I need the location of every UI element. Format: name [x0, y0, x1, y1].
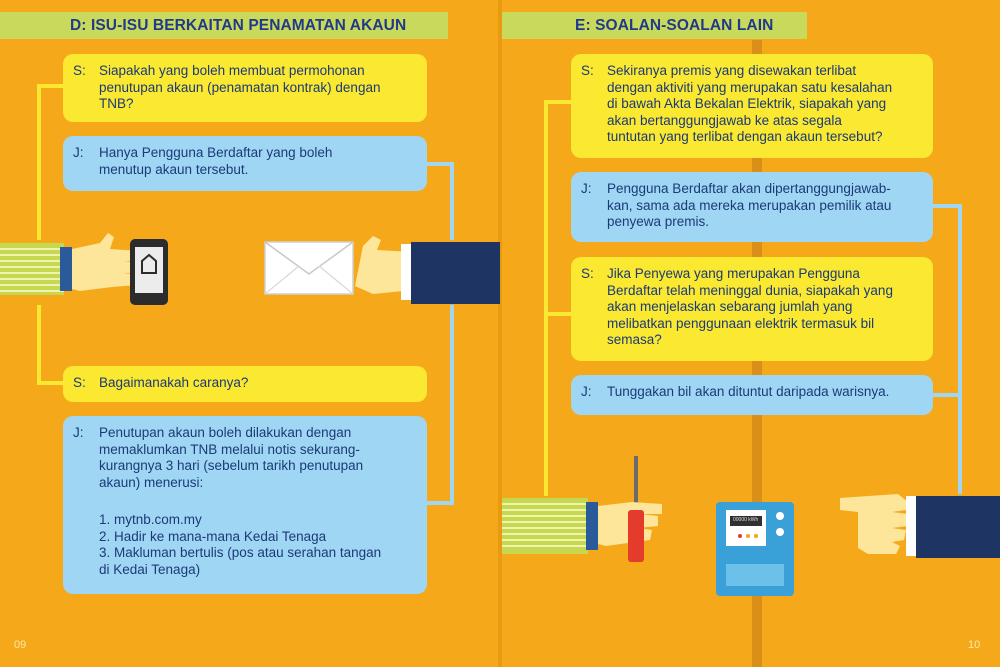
navy-sleeve	[411, 242, 500, 304]
answer-bubble: J: Hanya Pengguna Berdaftar yang boleh m…	[63, 136, 427, 191]
connector-line	[450, 162, 454, 240]
hand-icon	[355, 236, 413, 294]
connector-line	[450, 305, 454, 505]
question-bubble: S: Jika Penyewa yang merupakan Pengguna …	[571, 257, 933, 361]
method-item: 3. Makluman bertulis (pos atau serahan t…	[99, 545, 382, 577]
meter-display: 00000 kWh	[733, 517, 759, 523]
section-d-header: D: ISU-ISU BERKAITAN PENAMATAN AKAUN	[0, 12, 448, 39]
question-tag: S:	[73, 375, 86, 390]
connector-line	[37, 381, 63, 385]
envelope-icon	[264, 241, 354, 295]
question-tag: S:	[581, 266, 594, 281]
answer-bubble: J: Pengguna Berdaftar akan dipertanggung…	[571, 172, 933, 242]
connector-line	[544, 100, 548, 496]
shirt-cuff	[906, 496, 918, 556]
hand-envelope-illustration	[264, 236, 500, 304]
page-number-right: 10	[968, 639, 981, 651]
answer-text: Pengguna Berdaftar akan dipertanggungjaw…	[607, 181, 892, 229]
question-text: Siapakah yang boleh membuat permohonan p…	[99, 63, 381, 111]
connector-line	[37, 305, 41, 385]
connector-line	[958, 204, 962, 494]
connector-line	[932, 393, 962, 397]
method-item: 2. Hadir ke mana-mana Kedai Tenaga	[99, 528, 327, 544]
answer-text: Penutupan akaun boleh dilakukan dengan m…	[99, 425, 364, 490]
hand-screwdriver-illustration	[502, 456, 662, 562]
question-bubble: S: Bagaimanakah caranya?	[63, 366, 427, 402]
section-e-header: E: SOALAN-SOALAN LAIN	[502, 12, 807, 39]
question-tag: S:	[73, 63, 86, 78]
shirt-cuff	[401, 244, 413, 300]
connector-line	[424, 501, 454, 505]
question-bubble: S: Sekiranya premis yang disewakan terli…	[571, 54, 933, 158]
striped-sleeve	[0, 243, 64, 295]
screwdriver-shaft	[634, 456, 638, 506]
hand-phone-illustration	[0, 233, 168, 305]
answer-tag: J:	[73, 145, 84, 160]
connector-line	[37, 84, 63, 88]
hand-icon	[72, 233, 140, 291]
answer-bubble: J: Penutupan akaun boleh dilakukan denga…	[63, 416, 427, 594]
answer-tag: J:	[581, 384, 592, 399]
answer-text: Tunggakan bil akan dituntut daripada war…	[607, 384, 890, 399]
hand-icon	[840, 494, 908, 554]
pointing-hand-illustration	[840, 494, 1000, 558]
connector-line	[544, 312, 572, 316]
electric-meter-illustration	[716, 502, 794, 596]
home-logo-icon	[141, 253, 157, 274]
answer-tag: J:	[581, 181, 592, 196]
method-list: 1. mytnb.com.my 2. Hadir ke mana-mana Ke…	[99, 512, 417, 578]
connector-line	[37, 84, 41, 240]
watch-icon	[586, 502, 598, 550]
question-tag: S:	[581, 63, 594, 78]
answer-text: Hanya Pengguna Berdaftar yang boleh menu…	[99, 145, 333, 177]
page-gutter	[498, 0, 502, 667]
meter-terminal	[726, 564, 784, 586]
striped-sleeve	[502, 498, 588, 554]
question-text: Bagaimanakah caranya?	[99, 375, 249, 390]
answer-bubble: J: Tunggakan bil akan dituntut daripada …	[571, 375, 933, 415]
meter-panel	[726, 510, 766, 546]
method-item: 1. mytnb.com.my	[99, 512, 202, 527]
page-number-left: 09	[14, 639, 27, 651]
connector-line	[544, 100, 572, 104]
question-text: Jika Penyewa yang merupakan Pengguna Ber…	[607, 266, 893, 347]
connector-line	[424, 162, 454, 166]
question-bubble: S: Siapakah yang boleh membuat permohona…	[63, 54, 427, 122]
navy-sleeve	[916, 496, 1000, 558]
watch-icon	[60, 247, 72, 291]
connector-line	[932, 204, 962, 208]
section-d-title: D: ISU-ISU BERKAITAN PENAMATAN AKAUN	[70, 17, 407, 34]
question-text: Sekiranya premis yang disewakan terlibat…	[607, 63, 893, 144]
section-e-title: E: SOALAN-SOALAN LAIN	[575, 17, 774, 34]
screwdriver-icon	[628, 510, 644, 562]
answer-tag: J:	[73, 425, 84, 440]
